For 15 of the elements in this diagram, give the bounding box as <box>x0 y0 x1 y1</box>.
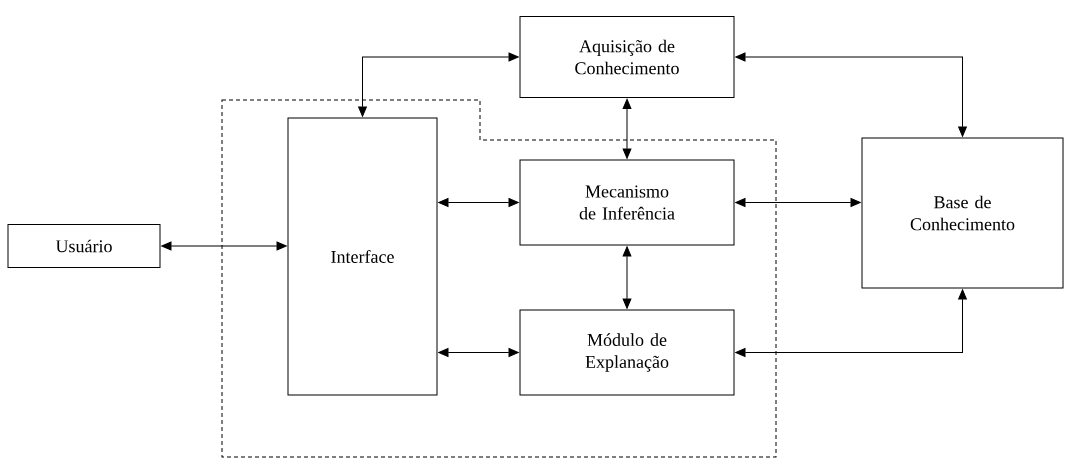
process-box: Base de Conhecimento <box>861 137 1064 289</box>
arrow <box>622 98 632 159</box>
arrow <box>622 246 632 309</box>
arrow <box>735 52 967 137</box>
process-box: Módulo de Explanação <box>519 309 735 396</box>
process-box: Mecanismo de Inferência <box>519 159 735 246</box>
arrow <box>438 348 519 357</box>
arrow <box>438 198 519 207</box>
arrow <box>161 241 287 251</box>
process-box: Usuário <box>7 224 161 268</box>
arrow <box>735 289 967 357</box>
arrow <box>735 198 861 207</box>
process-box: Interface <box>287 117 438 396</box>
arrow <box>358 52 519 117</box>
process-box: Aquisição de Conhecimento <box>519 16 735 98</box>
